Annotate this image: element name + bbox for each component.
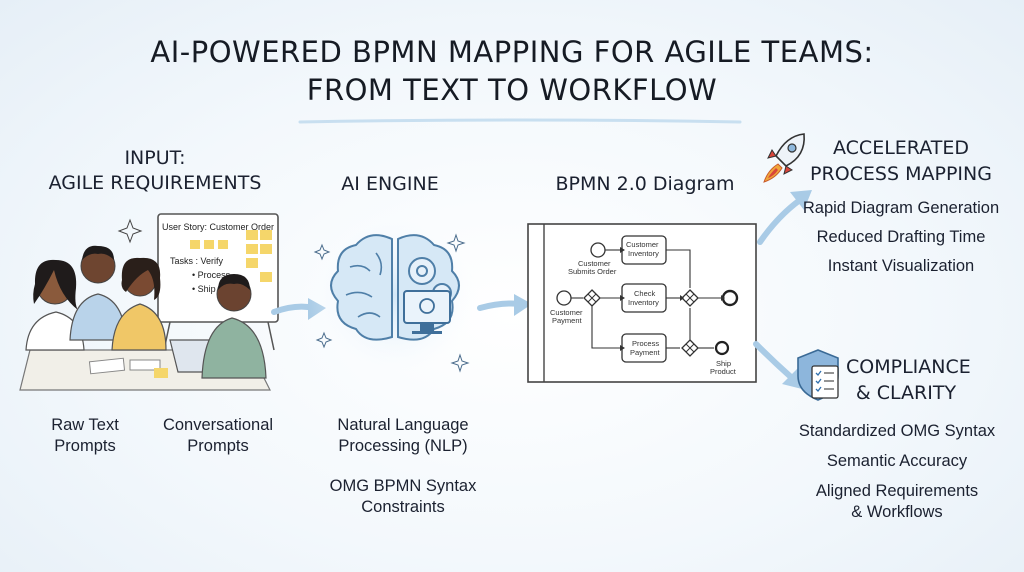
bpmn-diagram: Customer Inventory Check Inventory Proce…: [527, 223, 757, 383]
event-label: Payment: [552, 316, 583, 325]
title-underline: [298, 118, 742, 124]
whiteboard-ship: • Ship: [192, 284, 216, 294]
diagram-heading: BPMN 2.0 Diagram: [555, 173, 735, 195]
input-heading-line2: AGILE REQUIREMENTS: [48, 172, 262, 194]
gateway-payment: [681, 339, 699, 357]
team-member-4: [201, 274, 267, 379]
compliance-item: Standardized OMG Syntax: [798, 422, 996, 440]
omg-syntax-label-line1: OMG BPMN Syntax: [329, 477, 477, 495]
sparkle-icon: [117, 218, 143, 244]
ai-brain-illustration: [307, 207, 483, 383]
monitor-icon: [403, 290, 451, 334]
compliance-item: Aligned Requirements: [815, 482, 979, 500]
sparkle-icon: [313, 243, 331, 261]
event-label: Customer: [550, 308, 583, 317]
page-title: AI-POWERED BPMN MAPPING FOR AGILE TEAMS:: [150, 35, 874, 69]
compliance-heading-line2: & CLARITY: [855, 382, 957, 404]
task-label: Inventory: [628, 298, 659, 307]
agile-team-illustration: User Story: Customer Order Tasks : Verif…: [19, 213, 279, 391]
start-event-order: [590, 242, 606, 258]
rocket-icon: [763, 133, 805, 183]
event-label: Submits Order: [568, 267, 617, 276]
task-label: Customer: [626, 240, 659, 249]
sparkle-icon: [315, 331, 333, 349]
whiteboard-tasks: Tasks : Verify: [170, 256, 224, 266]
compliance-item: & Workflows: [851, 503, 943, 521]
team-member-2: [69, 245, 127, 341]
gateway-join: [681, 289, 699, 307]
raw-text-label-line2: Prompts: [54, 437, 116, 455]
conversational-label-line1: Conversational: [162, 416, 274, 434]
nlp-label-line1: Natural Language: [337, 416, 469, 434]
team-member-1: [25, 259, 85, 351]
page-subtitle: FROM TEXT TO WORKFLOW: [306, 73, 718, 107]
omg-syntax-label-line2: Constraints: [361, 498, 445, 516]
team-member-3: [111, 257, 167, 351]
accelerated-item: Rapid Diagram Generation: [802, 199, 1000, 217]
task-label: Payment: [630, 348, 661, 357]
sparkle-icon: [446, 233, 466, 253]
event-label: Customer: [578, 259, 611, 268]
accelerated-heading-line1: ACCELERATED: [833, 137, 969, 159]
shield-checklist-icon: [797, 349, 839, 401]
accelerated-item: Reduced Drafting Time: [816, 228, 986, 246]
task-label: Inventory: [628, 249, 659, 258]
compliance-item: Semantic Accuracy: [826, 452, 968, 470]
event-label: Ship: [716, 359, 731, 368]
whiteboard-process: • Process: [192, 270, 231, 280]
end-event-ship: [714, 340, 730, 356]
flow-arrow-engine-to-diagram: [477, 294, 532, 316]
compliance-heading-line1: COMPLIANCE: [846, 356, 971, 378]
event-label: Product: [710, 367, 737, 376]
accelerated-item: Instant Visualization: [827, 257, 975, 275]
end-event-main: [721, 289, 739, 307]
task-label: Check: [634, 289, 656, 298]
nlp-label-line2: Processing (NLP): [338, 437, 468, 455]
sparkle-icon: [450, 353, 470, 373]
whiteboard-story: User Story: Customer Order: [162, 222, 274, 232]
conversational-label-line2: Prompts: [187, 437, 249, 455]
engine-heading: AI ENGINE: [341, 173, 439, 195]
flow-arrow-to-accelerated: [757, 190, 812, 245]
accelerated-heading-line2: PROCESS MAPPING: [810, 163, 992, 185]
raw-text-label-line1: Raw Text: [51, 416, 119, 434]
start-event-payment: [556, 290, 572, 306]
task-label: Process: [632, 339, 659, 348]
input-heading-line1: INPUT:: [124, 147, 186, 169]
